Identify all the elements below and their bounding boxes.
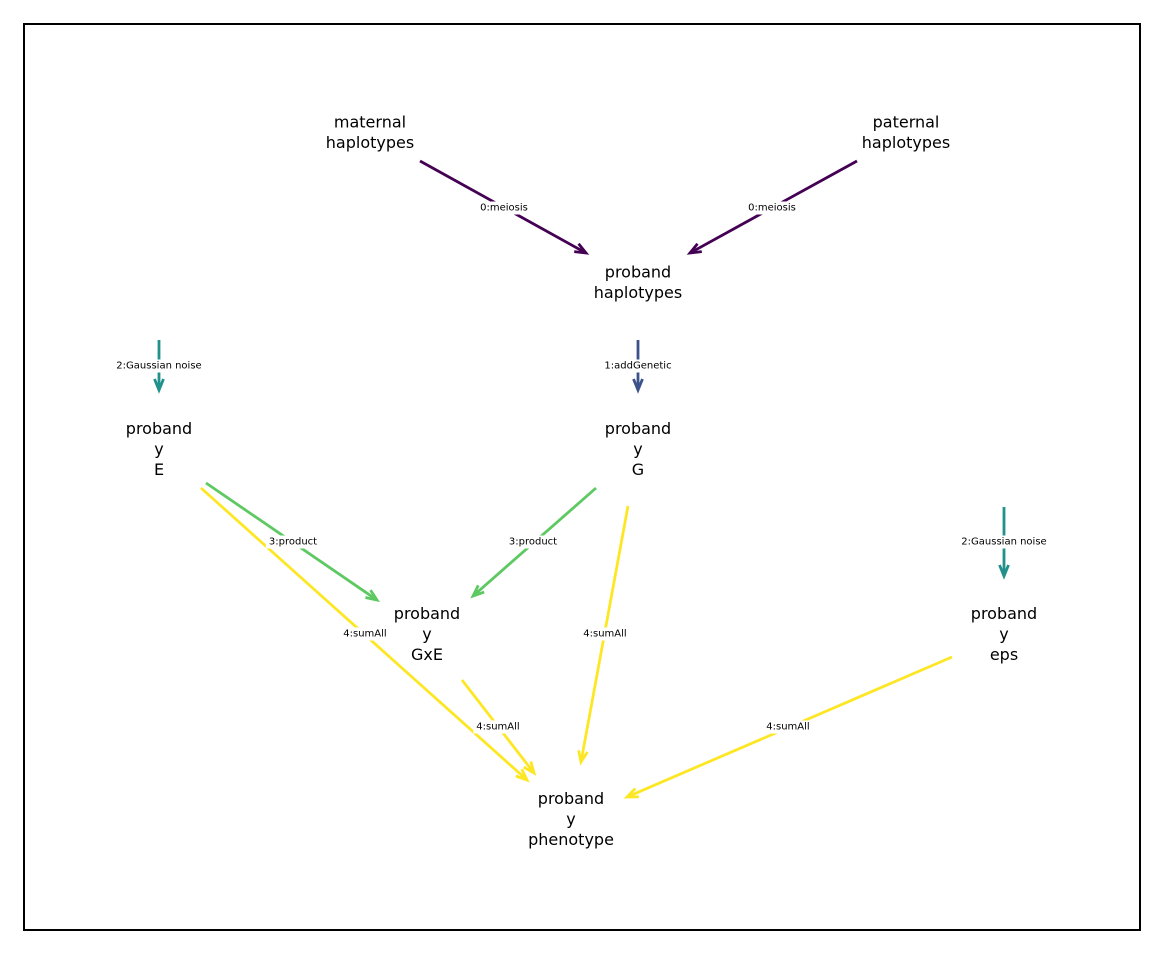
node-label-line: proband (394, 604, 460, 623)
edge-label-text: 1:addGenetic (604, 361, 671, 372)
arrow-head-icon (515, 768, 530, 783)
node-label-line: proband (605, 262, 671, 281)
edge-label-e-hap-g: 1:addGenetic (601, 359, 675, 373)
edge-label-e-eps-pheno: 4:sumAll (763, 720, 813, 734)
node-label-line: y (422, 625, 431, 644)
arrow-head-icon (577, 750, 589, 766)
edge-label-background (265, 535, 321, 549)
arrow-head-icon (686, 242, 702, 255)
node-label-line: proband (538, 789, 604, 808)
node-label-line: haplotypes (326, 133, 414, 152)
node-label-line: y (999, 625, 1008, 644)
arrow-head-icon (523, 761, 537, 776)
node-paternal: paternal haplotypes (862, 112, 950, 152)
edge-label-background (505, 535, 561, 549)
node-label: proband haplotypes (594, 262, 682, 302)
arrow-head-icon (153, 378, 165, 394)
edge-label-e-gxe-pheno: 4:sumAll (473, 720, 523, 734)
node-label-line: haplotypes (594, 283, 682, 302)
edge-label-e-e-gxe: 3:product (265, 535, 321, 549)
edge-label-text: 0:meiosis (748, 203, 796, 214)
edge-label-text: 4:sumAll (476, 722, 519, 733)
edge-label-text: 0:meiosis (480, 203, 528, 214)
node-label-line: proband (605, 419, 671, 438)
edge-label-background (745, 201, 799, 215)
node-label-line: haplotypes (862, 133, 950, 152)
edge-label-background (113, 359, 205, 373)
edge-label-background (340, 627, 390, 641)
node-label-line: proband (971, 604, 1037, 623)
arrow-head-icon (998, 564, 1010, 580)
edge-label-background (477, 201, 531, 215)
edge-label-text: 2:Gaussian noise (116, 361, 201, 372)
edge-labels-layer: 0:meiosis 0:meiosis 1:addGenetic 2:Gaussian… (113, 201, 1050, 734)
edge-label-text: 4:sumAll (343, 629, 386, 640)
edge-label-e-g-gxe: 3:product (505, 535, 561, 549)
node-label: maternal haplotypes (326, 112, 414, 152)
arrow-head-icon (574, 242, 590, 255)
node-maternal: maternal haplotypes (326, 112, 414, 152)
edge-label-e-g-pheno: 4:sumAll (580, 627, 630, 641)
plot-frame (23, 23, 1141, 931)
arrow-head-icon (623, 787, 639, 799)
edge-label-e-paternal-hap: 0:meiosis (745, 201, 799, 215)
edge-label-text: 3:product (269, 537, 317, 548)
edge-label-e-noise-e: 2:Gaussian noise (113, 359, 205, 373)
arrow-head-icon (365, 589, 381, 603)
node-label-line: GxE (411, 645, 443, 664)
node-label-line: proband (126, 419, 192, 438)
node-label-line: G (632, 460, 644, 479)
node-label-line: E (154, 460, 164, 479)
edge-label-background (958, 535, 1050, 549)
edge-label-background (473, 720, 523, 734)
edge-label-text: 2:Gaussian noise (961, 537, 1046, 548)
edge-label-background (580, 627, 630, 641)
edge-label-text: 4:sumAll (583, 629, 626, 640)
edge-label-e-e-pheno: 4:sumAll (340, 627, 390, 641)
node-label-line: phenotype (528, 830, 614, 849)
node-label-line: y (633, 440, 642, 459)
node-label-line: y (566, 810, 575, 829)
edge-label-background (763, 720, 813, 734)
node-label: paternal haplotypes (862, 112, 950, 152)
node-label-line: eps (990, 645, 1018, 664)
edge-label-text: 3:product (509, 537, 557, 548)
node-proband-hap: proband haplotypes (594, 262, 682, 302)
arrow-head-icon (632, 378, 644, 394)
arrow-head-icon (470, 584, 485, 599)
node-label-line: maternal (334, 112, 406, 131)
node-label-line: paternal (873, 112, 940, 131)
edge-label-text: 4:sumAll (766, 722, 809, 733)
edge-label-e-maternal-hap: 0:meiosis (477, 201, 531, 215)
node-label-line: y (154, 440, 163, 459)
edge-label-e-noise-eps: 2:Gaussian noise (958, 535, 1050, 549)
edge-label-background (601, 359, 675, 373)
